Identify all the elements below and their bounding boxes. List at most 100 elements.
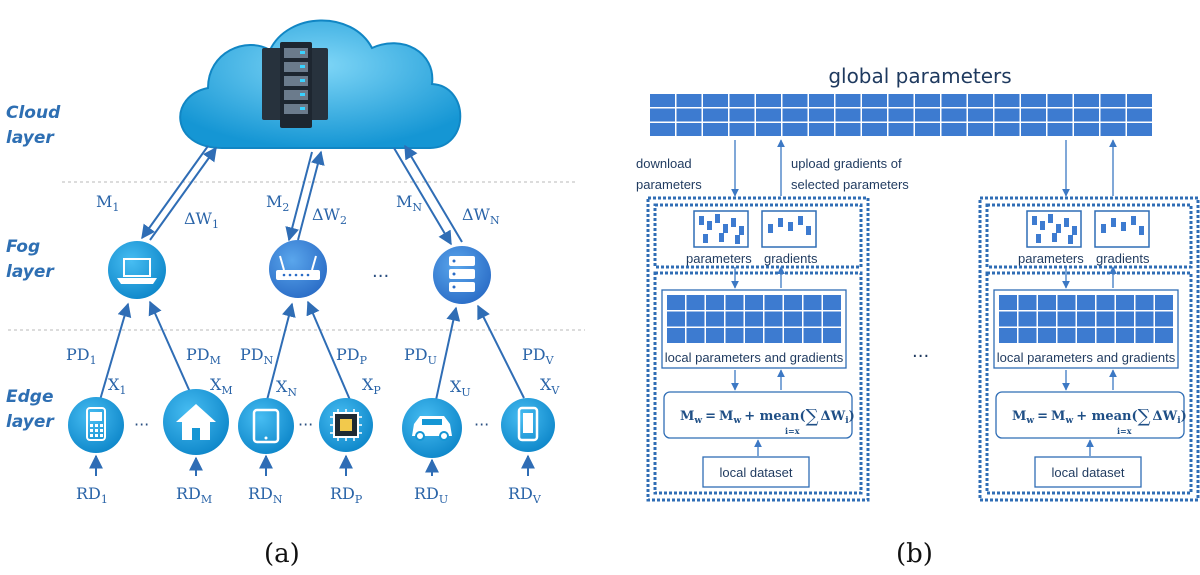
- chip-icon: [319, 398, 373, 452]
- tablet-icon: [238, 398, 294, 454]
- home-icon: [163, 389, 229, 455]
- model-label-1: M1: [96, 192, 119, 214]
- local-parameter-grid: [667, 295, 841, 343]
- model-label-n: MN: [396, 192, 422, 214]
- edge-fog-arrows: [99, 300, 525, 405]
- parameter-cell: [703, 123, 728, 136]
- parameter-cell: [803, 311, 822, 327]
- parameter-cell: [1047, 94, 1073, 107]
- parameter-cell: [676, 108, 702, 122]
- parameter-cell: [676, 94, 702, 107]
- processed-label-1: PD1: [66, 345, 97, 367]
- parameter-cell: [803, 295, 822, 310]
- parameter-cell: [862, 123, 887, 136]
- parameter-cell: [725, 328, 744, 343]
- global-parameter-grid: [650, 94, 1152, 136]
- gradients-icon: [761, 210, 817, 248]
- global-sync-arrows: [731, 139, 1117, 197]
- cloud-fog-arrows: [141, 144, 463, 246]
- router-icon: [269, 240, 327, 298]
- raw-label-v: RDV: [508, 484, 542, 506]
- raw-label-m: RDM: [176, 484, 212, 506]
- parameter-cell: [803, 328, 822, 343]
- parameter-cell: [915, 94, 940, 107]
- update-label-1: ΔW1: [184, 209, 219, 231]
- processed-label-n: PDN: [240, 345, 274, 367]
- caption-a: (a): [264, 539, 300, 569]
- parameter-cell: [1155, 295, 1173, 310]
- parameter-cell: [756, 123, 781, 136]
- parameter-cell: [1018, 311, 1037, 327]
- processed-label-v: PDV: [522, 345, 555, 367]
- parameter-cell: [941, 123, 967, 136]
- parameter-cell: [1038, 295, 1056, 310]
- parameter-cell: [745, 328, 763, 343]
- parameter-cell: [823, 328, 841, 343]
- processed-label-m: PDM: [186, 345, 221, 367]
- parameter-cell: [941, 94, 967, 107]
- parameter-cell: [1047, 108, 1073, 122]
- car-icon: [402, 398, 462, 458]
- parameter-cell: [706, 328, 724, 343]
- parameter-cell: [1096, 328, 1115, 343]
- parameter-cell: [999, 311, 1017, 327]
- parameter-cell: [1057, 295, 1076, 310]
- parameter-cell: [968, 123, 993, 136]
- server-icon: [433, 246, 491, 304]
- parameter-cell: [667, 311, 685, 327]
- node-ellipsis: ···: [912, 346, 929, 367]
- parameter-cell: [1096, 295, 1115, 310]
- parameter-cell: [1127, 108, 1152, 122]
- parameter-cell: [686, 311, 705, 327]
- parameter-cell: [1096, 311, 1115, 327]
- parameter-cell: [1038, 328, 1056, 343]
- selected-label-p: XP: [362, 375, 381, 397]
- local-parameter-grid: [999, 295, 1173, 343]
- formula-sum-limit: i=x: [785, 426, 800, 436]
- parameter-cell: [1018, 295, 1037, 310]
- parameter-cell: [862, 94, 887, 107]
- fog-ellipsis: ···: [372, 266, 389, 287]
- parameter-cell: [1077, 311, 1095, 327]
- fog-layer-label: Fog layer: [6, 237, 55, 282]
- parameter-cell: [1127, 123, 1152, 136]
- parameter-cell: [784, 311, 802, 327]
- parameter-cell: [650, 94, 675, 107]
- parameter-cell: [725, 311, 744, 327]
- raw-label-1: RD1: [76, 484, 108, 506]
- parameter-cell: [1135, 311, 1154, 327]
- parameter-cell: [745, 311, 763, 327]
- server-rack-icon: [262, 42, 328, 128]
- parameter-cell: [1074, 123, 1099, 136]
- parameters-label: parameters: [686, 251, 752, 266]
- parameter-cell: [999, 328, 1017, 343]
- selected-label-u: XU: [450, 377, 471, 399]
- edge-ellipsis-3: ···: [474, 415, 489, 434]
- parameter-cell: [1135, 328, 1154, 343]
- panel-b-parameter-sync: global parameters download parameters up…: [636, 64, 1200, 569]
- parameters-label: parameters: [1018, 251, 1084, 266]
- parameter-cell: [745, 295, 763, 310]
- parameter-cell: [823, 295, 841, 310]
- parameter-cell: [888, 94, 914, 107]
- parameters-icon: [1026, 210, 1082, 248]
- parameter-cell: [915, 108, 940, 122]
- parameter-cell: [1077, 295, 1095, 310]
- parameter-cell: [1116, 311, 1134, 327]
- parameter-cell: [784, 328, 802, 343]
- model-label-2: M2: [266, 192, 289, 214]
- parameter-cell: [809, 108, 834, 122]
- update-formula: Mw=Mw+ mean(∑ΔWi): [1012, 406, 1187, 427]
- parameter-cell: [1116, 328, 1134, 343]
- raw-label-u: RDU: [414, 484, 448, 506]
- parameter-cell: [1038, 311, 1056, 327]
- edge-layer-label: Edge layer: [6, 387, 59, 432]
- fog-node-box-left: parameters gradients local parameters an…: [646, 196, 870, 502]
- parameter-cell: [784, 295, 802, 310]
- parameter-cell: [1100, 94, 1126, 107]
- raw-label-n: RDN: [248, 484, 283, 506]
- parameter-cell: [999, 295, 1017, 310]
- parameter-cell: [703, 108, 728, 122]
- cloud-layer-label: Cloud layer: [6, 103, 66, 148]
